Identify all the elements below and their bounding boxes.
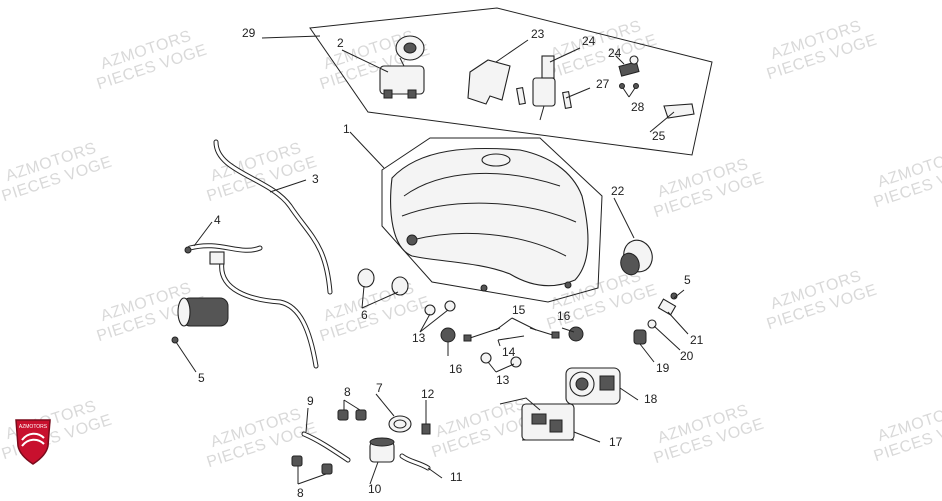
callout-25: 25 (652, 129, 666, 143)
screws-28 (619, 83, 639, 98)
inline-filter-10 (369, 437, 395, 463)
fuel-filter-assembly (177, 243, 319, 369)
azmotors-logo: AZMOTORS (15, 419, 51, 465)
callout-21: 21 (690, 333, 704, 347)
callout-13b: 13 (496, 373, 510, 387)
callout-28: 28 (631, 100, 645, 114)
sensor-group (633, 292, 678, 345)
callout-2: 2 (337, 36, 344, 50)
hose-9 (301, 431, 351, 463)
bolt-5-left (171, 336, 179, 344)
callout-19: 19 (656, 361, 670, 375)
bracket-25 (663, 103, 695, 119)
callout-27: 27 (596, 77, 610, 91)
fuel-tank (381, 137, 603, 303)
callout-13a: 13 (412, 331, 426, 345)
intake-rubber (620, 239, 653, 276)
callout-10: 10 (368, 482, 382, 496)
injector-assembly (499, 397, 575, 441)
callout-8a: 8 (344, 385, 351, 399)
leader-lines (175, 35, 689, 485)
switch-cover (467, 59, 511, 105)
callout-5a: 5 (684, 273, 691, 287)
callout-6: 6 (361, 308, 368, 322)
callout-17: 17 (609, 435, 623, 449)
kit-29-outline (309, 7, 713, 156)
callout-20: 20 (680, 349, 694, 363)
callout-15: 15 (512, 303, 526, 317)
ignition-switch (379, 35, 425, 99)
dampers-6 (357, 268, 409, 296)
valve-assembly (516, 55, 572, 121)
callout-22: 22 (611, 184, 625, 198)
callout-3: 3 (312, 172, 319, 186)
connector-12 (421, 408, 431, 435)
callout-18: 18 (644, 392, 658, 406)
callout-7: 7 (376, 381, 383, 395)
callout-12: 12 (421, 387, 435, 401)
callout-29: 29 (242, 26, 256, 40)
hose-11 (399, 453, 431, 471)
callout-5b: 5 (198, 371, 205, 385)
clamps-8 (291, 409, 367, 475)
callout-14: 14 (502, 345, 516, 359)
callout-24a: 24 (582, 34, 596, 48)
callout-16b: 16 (449, 362, 463, 376)
callout-4: 4 (214, 213, 221, 227)
callout-24b: 24 (608, 46, 622, 60)
bolts-15 (463, 327, 560, 342)
logo-text: AZMOTORS (19, 424, 48, 430)
callout-8b: 8 (297, 486, 304, 500)
callout-16a: 16 (557, 309, 571, 323)
breather-hose (213, 139, 333, 295)
callout-11: 11 (450, 470, 463, 484)
throttle-body (565, 367, 621, 405)
ring-clamp-7 (388, 415, 412, 433)
callout-23: 23 (531, 27, 545, 41)
sensor (618, 55, 640, 77)
callout-1: 1 (343, 122, 350, 136)
hardware-13-16 (424, 300, 584, 368)
callout-9: 9 (307, 394, 314, 408)
